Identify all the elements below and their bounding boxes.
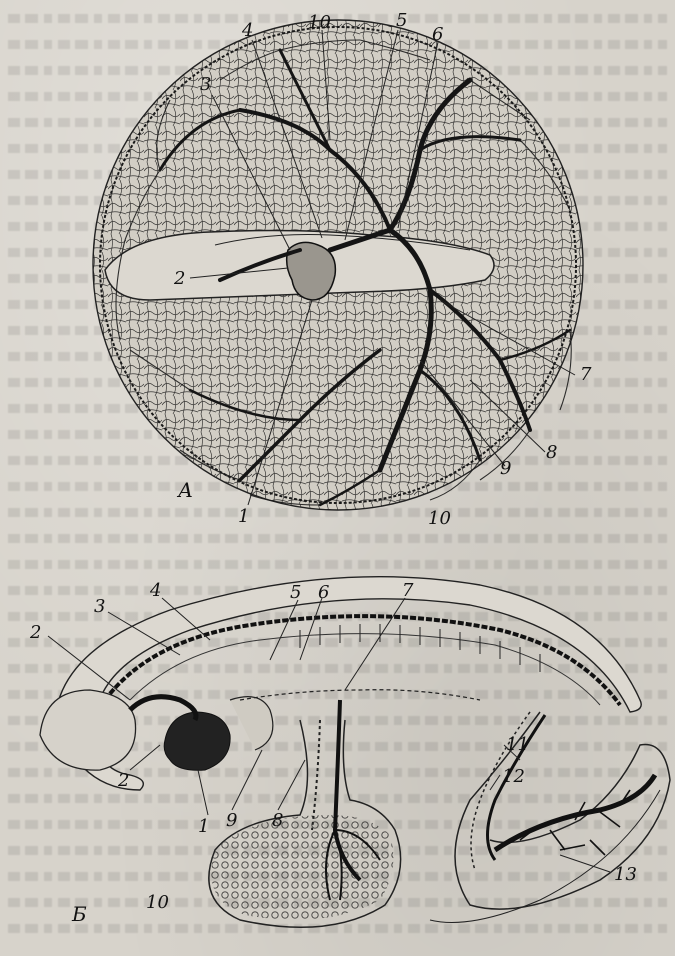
panel-a-yolk-sac [90,18,590,518]
label-b-12: 12 [502,768,525,786]
label-b-2a: 2 [30,624,41,642]
panel-b-letter: Б [72,904,87,924]
panel-a-letter: А [178,480,193,500]
label-b-3: 3 [94,598,105,616]
label-b-7: 7 [402,582,413,600]
label-b-5: 5 [290,584,301,602]
label-b-10: 10 [146,894,169,912]
label-b-8: 8 [272,812,283,830]
label-a-1: 1 [238,508,249,526]
label-a-8: 8 [546,444,557,462]
label-b-4: 4 [150,582,161,600]
label-b-6: 6 [318,584,329,602]
label-b-2b: 2 [118,772,129,790]
label-a-5: 5 [396,12,407,30]
label-b-9: 9 [226,812,237,830]
label-a-3: 3 [200,76,211,94]
label-a-2: 2 [174,270,185,288]
label-b-1: 1 [198,818,209,836]
label-a-4: 4 [242,22,253,40]
label-a-7: 7 [580,366,591,384]
label-a-10-bottom: 10 [428,510,451,528]
label-a-10-top: 10 [308,14,331,32]
label-b-11: 11 [506,736,529,754]
panel-b-section [40,577,670,928]
label-b-13: 13 [614,866,637,884]
label-a-6: 6 [432,26,443,44]
label-a-9: 9 [500,460,511,478]
